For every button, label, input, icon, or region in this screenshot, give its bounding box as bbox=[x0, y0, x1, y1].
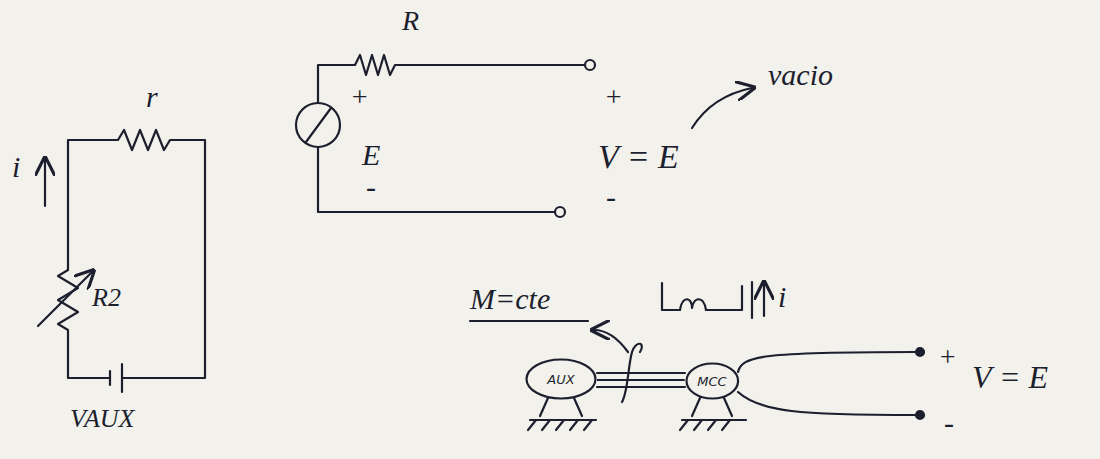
current-label: i bbox=[12, 150, 20, 183]
source-label: E bbox=[362, 138, 380, 171]
polarity-sign: + bbox=[938, 342, 957, 373]
polarity-sign: + bbox=[350, 82, 369, 113]
battery-symbol bbox=[110, 364, 122, 392]
machine-wire bbox=[738, 392, 915, 415]
variable-arrow bbox=[38, 272, 92, 326]
machine-outline bbox=[527, 360, 596, 399]
shaft-line bbox=[597, 373, 685, 387]
machine-name: MCC bbox=[697, 374, 726, 389]
current-arrow bbox=[44, 160, 46, 206]
loop-wire bbox=[68, 130, 205, 378]
resistor-label: R bbox=[402, 6, 419, 37]
polarity-sign: - bbox=[606, 180, 616, 213]
polarity-sign: + bbox=[604, 82, 623, 113]
voltage-label: V = E bbox=[972, 360, 1048, 395]
polarity-sign: - bbox=[944, 406, 954, 439]
machine-outline bbox=[686, 364, 738, 399]
note: vacio bbox=[768, 58, 833, 91]
underline bbox=[470, 320, 588, 322]
shaft bbox=[597, 379, 685, 381]
resistor-label: r bbox=[146, 80, 158, 113]
voltage-source bbox=[306, 108, 331, 142]
wire bbox=[751, 282, 753, 318]
resistor-label: R2 bbox=[92, 284, 121, 313]
source-label: VAUX bbox=[70, 405, 135, 434]
machine-circle: MCC bbox=[685, 362, 740, 400]
machine-circle: AUX bbox=[525, 358, 597, 400]
polarity-sign: - bbox=[366, 170, 376, 203]
machine-name: AUX bbox=[547, 372, 574, 387]
ground-hatch bbox=[680, 398, 746, 430]
current-arrow bbox=[763, 284, 765, 316]
source-wire bbox=[318, 147, 555, 212]
ground-hatch bbox=[528, 398, 596, 430]
inductor-symbol bbox=[662, 283, 742, 310]
voltage-label: V = E bbox=[598, 138, 679, 175]
terminal bbox=[585, 60, 595, 70]
terminal bbox=[555, 207, 565, 217]
callout-arrow bbox=[692, 88, 752, 128]
voltage-source bbox=[296, 103, 340, 147]
terminal bbox=[916, 411, 924, 419]
note: M=cte bbox=[470, 282, 550, 315]
rotation-mark bbox=[622, 344, 642, 402]
machine-wire bbox=[738, 352, 915, 372]
callout-arrow bbox=[594, 330, 628, 352]
current-label: i bbox=[778, 280, 786, 313]
terminal bbox=[916, 348, 924, 356]
